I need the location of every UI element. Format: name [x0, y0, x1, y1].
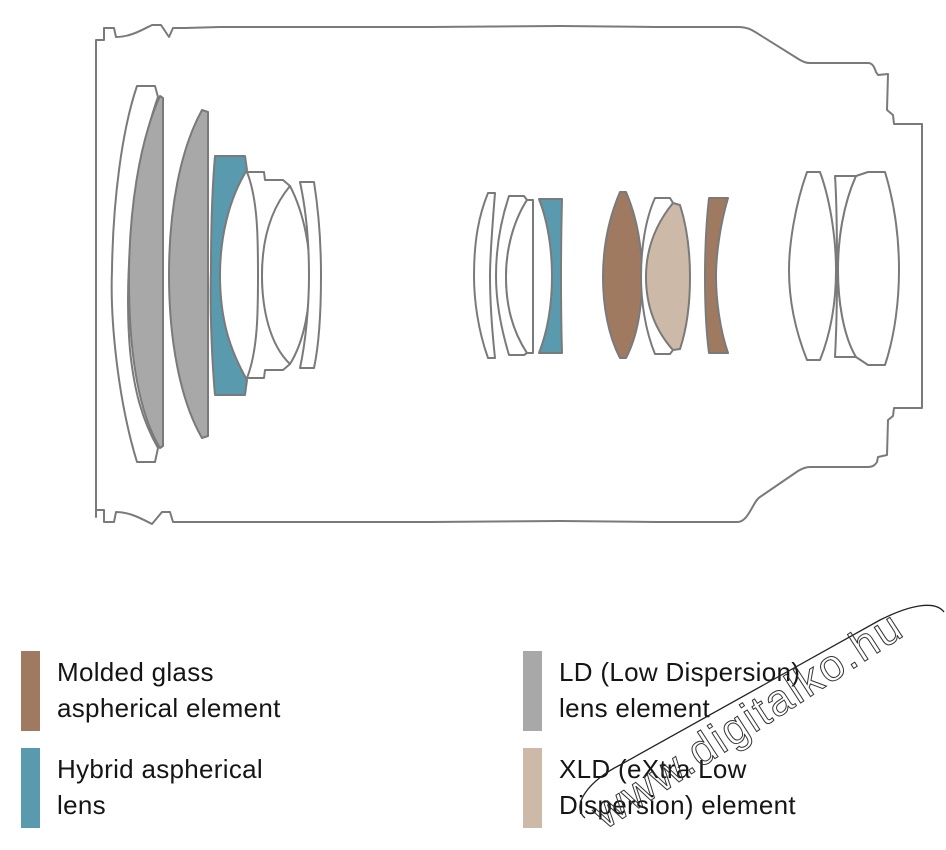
legend-swatch [21, 748, 40, 828]
legend-label: XLD (eXtra Low Dispersion) element [559, 754, 796, 820]
legend-label: Hybrid aspherical lens [57, 754, 263, 820]
legend-label: Molded glass aspherical element [57, 657, 281, 723]
legend-swatch [523, 651, 542, 731]
lens-construction-diagram [95, 24, 923, 525]
legend-item-hybrid-aspherical: Hybrid aspherical lens [21, 748, 263, 828]
lens-element-molded-glass-aspherical [704, 197, 729, 354]
lens-element-hybrid-aspherical [209, 155, 248, 396]
lens-element-ld [127, 95, 164, 449]
legend-item-molded-glass-aspherical: Molded glass aspherical element [21, 651, 281, 731]
lens-element-plain [299, 181, 322, 369]
lens-element-plain [473, 192, 496, 359]
lens-element-hybrid-aspherical [538, 198, 563, 354]
legend-swatch [523, 748, 542, 828]
lens-element-plain [505, 199, 534, 354]
legend-label: LD (Low Dispersion) lens element [559, 657, 801, 723]
legend-item-ld: LD (Low Dispersion) lens element [523, 651, 800, 731]
lens-barrel-outline [95, 24, 923, 525]
lens-element-xld [645, 202, 691, 351]
lens-element-plain [837, 171, 900, 366]
legend-item-xld: XLD (eXtra Low Dispersion) element [523, 748, 796, 828]
legend-swatch [21, 651, 40, 731]
lens-element-molded-glass-aspherical [602, 191, 643, 359]
lens-element-plain [788, 171, 837, 361]
lens-element-ld [168, 109, 209, 439]
